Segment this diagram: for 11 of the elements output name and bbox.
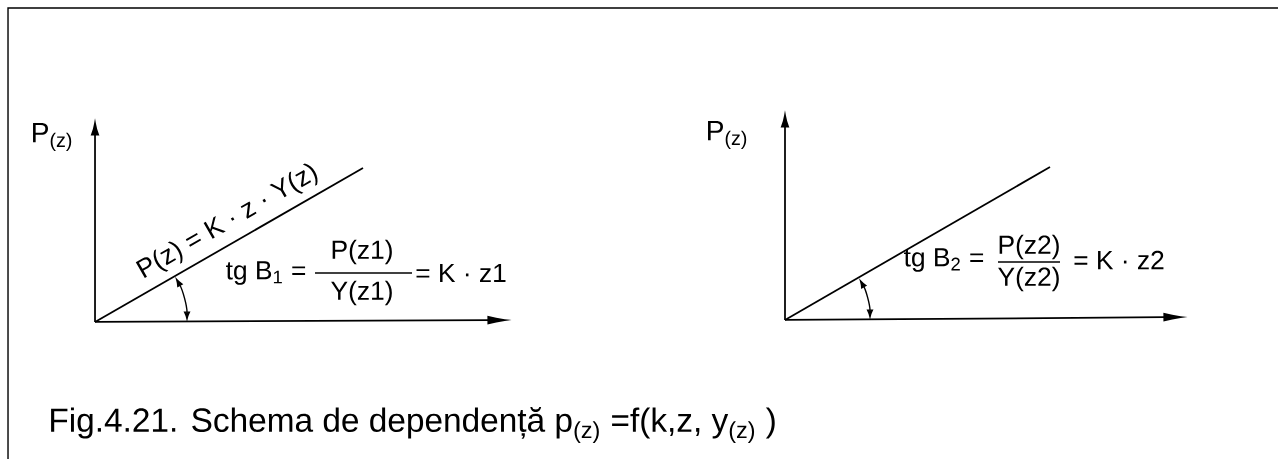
- formula-label: = K · z1: [416, 263, 506, 283]
- formula-label: = K · z2: [1074, 250, 1164, 270]
- formula-label: P$_{(z)}$: [708, 121, 747, 149]
- formula-label: Y(z2): [998, 266, 1059, 292]
- formula-label: tg B$_{1}$ =: [226, 261, 306, 285]
- formula-label: P(z1): [332, 239, 392, 265]
- formula-label: tg B$_{2}$ =: [904, 248, 984, 272]
- formula-label: Y(z1): [331, 280, 392, 306]
- formula-label: P(z2): [999, 234, 1059, 260]
- formula-label: P$_{(z)}$: [33, 123, 72, 151]
- figure-caption: Fig.4.21. Schema de dependență p$_{(z)}$ =f(k,z, y$_{(z)}$ ): [51, 407, 775, 443]
